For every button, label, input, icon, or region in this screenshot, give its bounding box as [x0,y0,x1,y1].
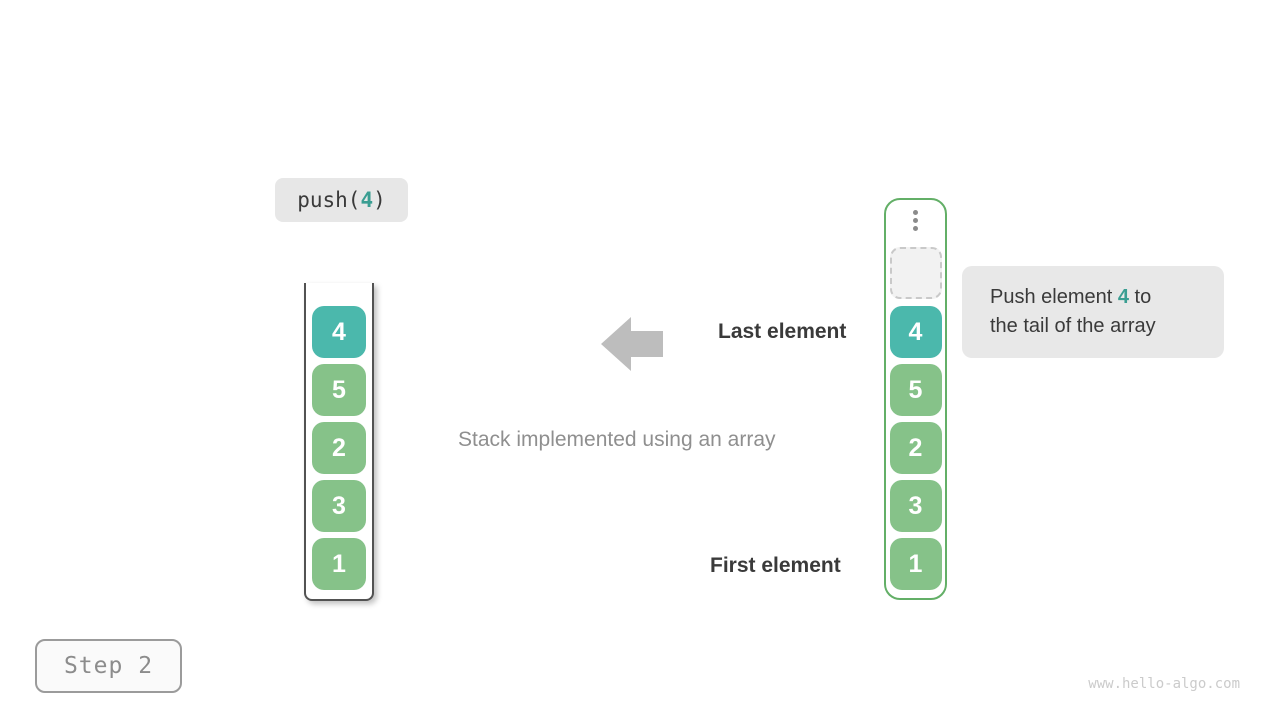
step-badge: Step 2 [35,639,182,693]
stack-cell: 5 [312,364,366,416]
operation-label: push(4) [275,178,408,222]
stack-container: 4 5 2 3 1 [304,283,374,601]
array-cell: 2 [889,422,942,474]
last-element-label: Last element [718,320,847,343]
array-cell: 5 [889,364,942,416]
annotation-tooltip: Push element 4 to the tail of the array [962,266,1224,358]
tooltip-text: to [1128,286,1152,308]
array-cell: 3 [889,480,942,532]
operation-suffix: ) [373,188,386,212]
ellipsis-icon [913,210,918,231]
operation-prefix: push( [297,188,361,212]
tooltip-text: Push element [990,286,1118,308]
arrow-left-icon [601,317,663,371]
tooltip-text: the tail of the array [990,315,1156,337]
stack-cell: 2 [312,422,366,474]
stack-cell: 4 [312,306,366,358]
array-cell: 4 [889,306,942,358]
empty-slot-dashed [889,247,942,299]
array-container: 4 5 2 3 1 [884,198,947,600]
stack-cell: 1 [312,538,366,590]
step-label: Step 2 [63,653,154,679]
array-cell: 1 [889,538,942,590]
operation-value: 4 [360,188,374,212]
tooltip-value: 4 [1117,286,1129,308]
first-element-label: First element [710,554,841,577]
watermark-text: www.hello-algo.com [1088,676,1240,692]
stack-cell: 3 [312,480,366,532]
figure-caption: Stack implemented using an array [458,428,776,451]
